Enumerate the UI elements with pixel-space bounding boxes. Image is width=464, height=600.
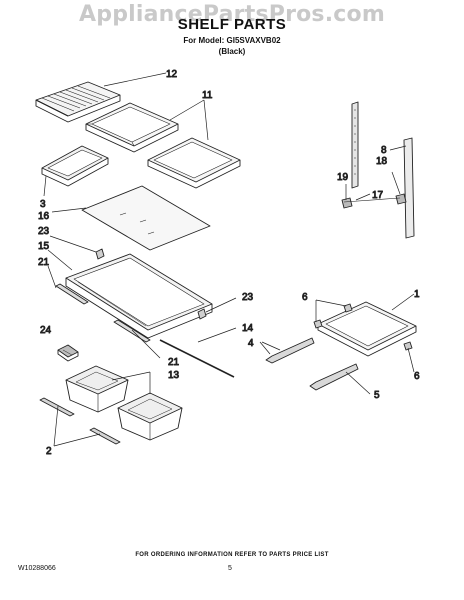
- callout-21-left: 21: [38, 257, 50, 268]
- part-14-rod: [159, 339, 235, 378]
- callout-23-bottom: 23: [242, 292, 254, 303]
- callout-8: 8: [381, 145, 387, 156]
- callout-1: 1: [414, 289, 420, 300]
- clip-part-23-top: [95, 248, 105, 260]
- callout-21-right: 21: [168, 357, 180, 368]
- part-17-rail: [343, 197, 401, 203]
- callout-23-top: 23: [38, 226, 50, 237]
- part-12-wire-shelf: [35, 81, 121, 123]
- page-title: SHELF PARTS: [177, 16, 287, 33]
- part-15-shelf-frame: [65, 248, 213, 339]
- part-4-support: [265, 337, 315, 364]
- part-11-shelf-lower: [147, 137, 241, 189]
- part-2-slide-lower: [89, 427, 121, 445]
- callout-5: 5: [374, 390, 380, 401]
- clip-part-23-bottom: [197, 308, 207, 320]
- callout-16: 16: [38, 211, 50, 222]
- callout-6-bottom: 6: [414, 371, 420, 382]
- part-16-glass-panel: [81, 185, 211, 251]
- callout-2: 2: [46, 446, 52, 457]
- part-21-rail-right: [113, 319, 151, 343]
- document-number: W10288066: [18, 565, 56, 572]
- part-21-rail-left: [55, 283, 89, 305]
- callout-18: 18: [376, 156, 388, 167]
- part-11-shelf-upper: [85, 102, 179, 153]
- callout-4: 4: [248, 338, 254, 349]
- color-line: (Black): [218, 47, 246, 56]
- ordering-note: FOR ORDERING INFORMATION REFER TO PARTS …: [135, 552, 329, 558]
- part-19-screw: [341, 197, 353, 209]
- callout-12: 12: [166, 69, 178, 80]
- callout-14: 14: [242, 323, 254, 334]
- callout-3: 3: [40, 199, 46, 210]
- part-24-bracket: [57, 344, 79, 362]
- leader-lines: [43, 72, 415, 447]
- callout-19: 19: [337, 172, 349, 183]
- part-1-shelf: [317, 301, 417, 357]
- callout-6-top: 6: [302, 292, 308, 303]
- part-3-tray: [41, 145, 109, 187]
- callout-17: 17: [372, 190, 384, 201]
- part-5-support: [309, 363, 359, 391]
- callout-13: 13: [168, 370, 180, 381]
- watermark-text: AppliancePartsPros.com: [79, 2, 385, 27]
- part-13-drawer-lower: [117, 392, 183, 441]
- part-2-slide-upper: [39, 397, 75, 417]
- callout-11: 11: [202, 90, 213, 101]
- model-line: For Model: GI5SVAXVB02: [183, 36, 281, 45]
- part-8-rail-strip: [351, 101, 359, 189]
- part-13-drawer-upper: [65, 365, 129, 413]
- part-8-side-panel: [403, 137, 415, 239]
- page-number: 5: [228, 565, 232, 572]
- callout-24: 24: [40, 325, 52, 336]
- callout-15: 15: [38, 241, 50, 252]
- part-18-screw: [395, 193, 407, 205]
